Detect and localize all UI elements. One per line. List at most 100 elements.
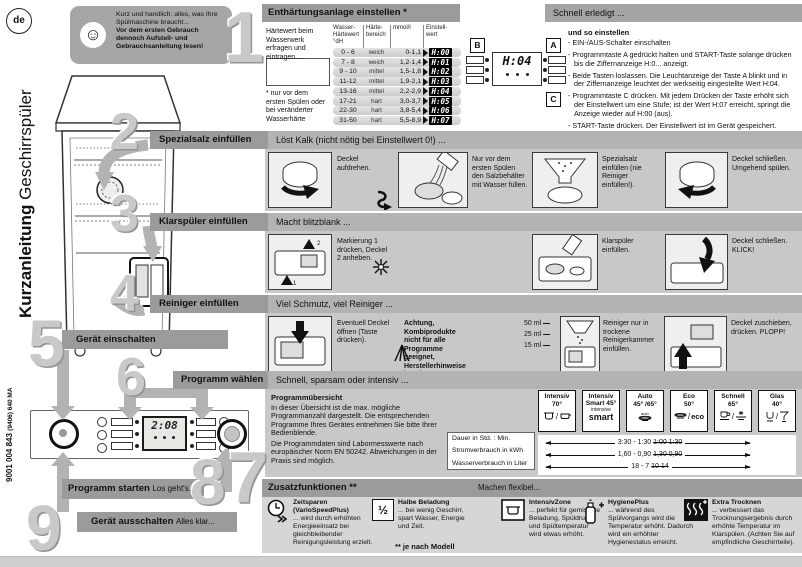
label-water: Wasserverbrauch in Liter (452, 459, 528, 467)
row-arrow-icon (423, 116, 428, 125)
display-indicator-dot (163, 436, 166, 439)
row-arrow-icon (423, 87, 428, 96)
program-key-bar (548, 66, 566, 74)
program-key-bar (111, 418, 133, 426)
program-key-bar (196, 430, 216, 438)
step4-caption-2: Reiniger nur in trockene Reinigerkammer … (603, 320, 655, 353)
step-number-7: 7 (228, 438, 269, 518)
step1-title-band: Enthärtungsanlage einstellen * (262, 4, 460, 22)
label-duration: Dauer in Std. : Min. (452, 435, 511, 442)
step6-tagline-band: Schnell, sparsam oder intensiv ... (268, 371, 802, 389)
illustration-salt-cap-close (665, 152, 728, 208)
step78-title-band: Programm starten Los geht's... (62, 479, 204, 499)
step-number-3: 3 (110, 185, 139, 243)
title-bold: Kurzanleitung (16, 204, 35, 318)
extra-item-zeitsparen: Zeitsparen (VarioSpeedPlus) ... wird dur… (293, 499, 373, 546)
cup-saucer-icon (719, 411, 731, 421)
illustration-rinse-close (665, 234, 728, 290)
led-dot (190, 432, 194, 436)
step-number-2: 2 (110, 103, 139, 161)
display-indicator-dot (505, 73, 509, 76)
step-number-5: 5 (28, 306, 65, 380)
extras-footnote: ** je nach Modell (395, 542, 455, 551)
start-button (217, 419, 247, 449)
program-overview-p1: In dieser Übersicht ist die max. möglich… (271, 403, 437, 438)
led-dot (485, 78, 489, 82)
option-button (97, 417, 107, 427)
fill-salt-drawing (543, 158, 587, 204)
program-key-bar (466, 66, 484, 74)
step3-caption-1: Markierung 1 drücken, Deckel 2 anheben. (337, 238, 388, 262)
display-indicator-dot (172, 436, 175, 439)
instruction-item: Beide Tasten loslassen. Die Leuchtanzeig… (568, 71, 798, 89)
hygieneplus-bottle-icon (585, 499, 604, 524)
salt-s-arrow-icon (377, 190, 392, 210)
hardness-table: Wasser-Härtewert °dH Härte-bereich mmol/… (333, 25, 461, 126)
start-button-knob (224, 426, 240, 442)
intro-warning: Vor dem ersten Gebrauch dennoch Aufstell… (116, 27, 204, 50)
step9-tagline: Alles klar... (176, 517, 215, 526)
sparkle-icon (373, 259, 389, 275)
old-energy-values: 1,30 0,90 (653, 451, 683, 458)
col-header-haertewert: Wasser-Härtewert °dH (333, 25, 360, 45)
program-key-bar (466, 56, 484, 64)
led-dot (190, 444, 194, 448)
extra-dry-icon (684, 499, 708, 521)
col-header-bereich: Härte-bereich (363, 25, 390, 48)
old-duration-values: 1:00 1:30 (653, 439, 683, 446)
program-overview-p2: Die Programmdaten sind Labormesswerte na… (271, 439, 437, 465)
hardness-entry-box (266, 58, 330, 86)
led-dot (485, 68, 489, 72)
consumption-labels-box: Dauer in Std. : Min. Stromverbrauch in k… (447, 432, 535, 470)
key-label-a: A (546, 38, 561, 53)
instruction-item: Programmtaste A gedrückt halten und STAR… (568, 50, 798, 68)
fill-detergent-drawing (564, 320, 596, 368)
timesaver-clock-icon (267, 499, 288, 523)
fill-rinse-drawing (538, 233, 592, 282)
row-arrow-icon (423, 77, 428, 86)
step2-title-band: Spezialsalz einfüllen (150, 131, 268, 149)
setting-value: H:05 (429, 96, 452, 106)
setting-value: H:06 (429, 106, 452, 116)
led-dot (485, 58, 489, 62)
energy-values: 1,60 - 0,90 1,30 0,90 (545, 451, 755, 458)
intro-bubble: ☺ Kurz und handlich: alles, was Ihre Spü… (70, 6, 232, 64)
program-key-bar (548, 56, 566, 64)
led-dot (190, 420, 194, 424)
svg-text:2: 2 (317, 241, 321, 247)
extra-item-hygieneplus: HygienePlus ... während des Spülvorgangs… (608, 499, 694, 546)
intensive-smart-logo: intensive (591, 407, 611, 413)
illustration-detergent-close (664, 316, 727, 374)
setting-value: H:04 (429, 86, 452, 96)
illustration-salt-cap-open (268, 152, 332, 208)
rinse-close-drawing (670, 236, 724, 284)
power-button-knob (59, 429, 67, 437)
step6-title-band: Programm wählen (173, 371, 268, 389)
program-key-bar (111, 442, 133, 450)
auto-dish-icon: auto (638, 411, 652, 422)
display-value: H:04 (502, 54, 532, 68)
step-number-4: 4 (110, 265, 139, 323)
extra-item-intensivzone: IntensivZone ... perfekt für gemischte B… (529, 499, 601, 538)
led-dot (543, 58, 547, 62)
step1-note: Härtewert beim Wasserwerk erfragen und e… (266, 28, 314, 61)
display-value: 2:08 (151, 419, 178, 432)
page-bottom-strip (0, 556, 802, 567)
setting-value: H:07 (429, 115, 452, 125)
led-dot (135, 420, 139, 424)
pot-icon (543, 412, 554, 420)
dosage-25ml: 25 ml (524, 329, 550, 340)
extras-tagline: Machen flexibel... (478, 483, 541, 492)
intro-text: Kurz und handlich: alles, was Ihre Spülm… (116, 11, 218, 26)
powder-jet-icon (394, 344, 410, 362)
illustration-rinse-open: 2 1 (268, 234, 332, 290)
